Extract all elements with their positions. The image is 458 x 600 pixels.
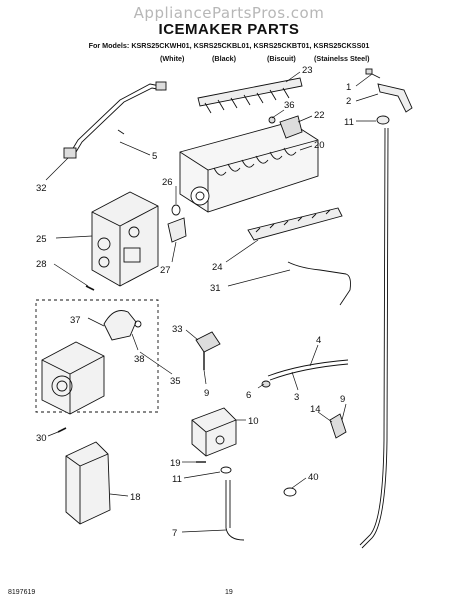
callout: 3: [294, 392, 299, 403]
water-tube: [261, 359, 349, 388]
callout: 33: [172, 324, 183, 335]
callout: 9: [204, 388, 209, 399]
fasteners: [196, 461, 232, 474]
callout: 6: [246, 390, 251, 401]
callout: 35: [170, 376, 181, 387]
variant-stainless: (Stainelss Steel): [314, 54, 370, 63]
fill-cup: [268, 115, 303, 139]
callout: 40: [308, 472, 319, 483]
callout: 18: [130, 492, 141, 503]
leader-lines: [45, 71, 379, 533]
module-plate: [41, 341, 105, 415]
page-title: ICEMAKER PARTS: [158, 21, 300, 38]
callout-labels: 1 2 11 23 36 22 20 5 32 26 25 28 27 24 3…: [36, 65, 354, 539]
shaft-coupler: [167, 204, 187, 243]
callout: 20: [314, 140, 325, 151]
callout: 11: [172, 474, 182, 485]
callout: 7: [172, 528, 177, 539]
callout: 10: [248, 416, 259, 427]
variant-biscuit: (Biscuit): [267, 54, 296, 63]
doc-number: 8197619: [8, 589, 36, 596]
callout: 1: [346, 82, 351, 93]
callout: 22: [314, 110, 325, 121]
variant-black: (Black): [212, 54, 236, 63]
callout: 4: [316, 335, 321, 346]
callout: 30: [36, 433, 47, 444]
water-valve: [191, 407, 237, 457]
model-list: For Models: KSRS25CKWH01, KSRS25CKBL01, …: [88, 41, 370, 50]
page-number: 19: [225, 589, 233, 596]
callout: 9: [340, 394, 345, 405]
screw: [57, 427, 67, 433]
control-module-housing: [91, 191, 159, 287]
shutoff-rail: [247, 207, 343, 241]
callout: 11: [344, 117, 354, 128]
callout: 32: [36, 183, 47, 194]
callout: 31: [210, 283, 221, 294]
callout: 38: [134, 354, 145, 365]
callout: 28: [36, 259, 47, 270]
shutoff-arm: [287, 261, 351, 306]
callout: 23: [302, 65, 313, 76]
module-cover: [65, 441, 111, 525]
tube-clamp: [329, 413, 347, 439]
callout: 2: [346, 96, 351, 107]
fill-tube-assembly: [359, 68, 413, 549]
variant-white: (White): [160, 54, 185, 63]
callout: 26: [162, 177, 173, 188]
drive-motor: [103, 310, 142, 341]
screw: [85, 285, 95, 291]
callout: 27: [160, 265, 171, 276]
callout: 37: [70, 315, 81, 326]
module-kit-outline: [35, 299, 159, 413]
callout: 36: [284, 100, 295, 111]
bracket: [195, 331, 221, 370]
callout: 25: [36, 234, 47, 245]
fill-tube: [225, 480, 245, 541]
ice-stripper: [197, 77, 303, 114]
watermark: AppliancePartsPros.com: [133, 4, 325, 22]
callout: 19: [170, 458, 181, 469]
callout: 24: [212, 262, 223, 273]
icemaker-mold: [179, 121, 319, 213]
callout: 5: [152, 151, 157, 162]
wire-harness: [63, 81, 167, 159]
grommet: [283, 487, 297, 497]
callout: 14: [310, 404, 321, 415]
